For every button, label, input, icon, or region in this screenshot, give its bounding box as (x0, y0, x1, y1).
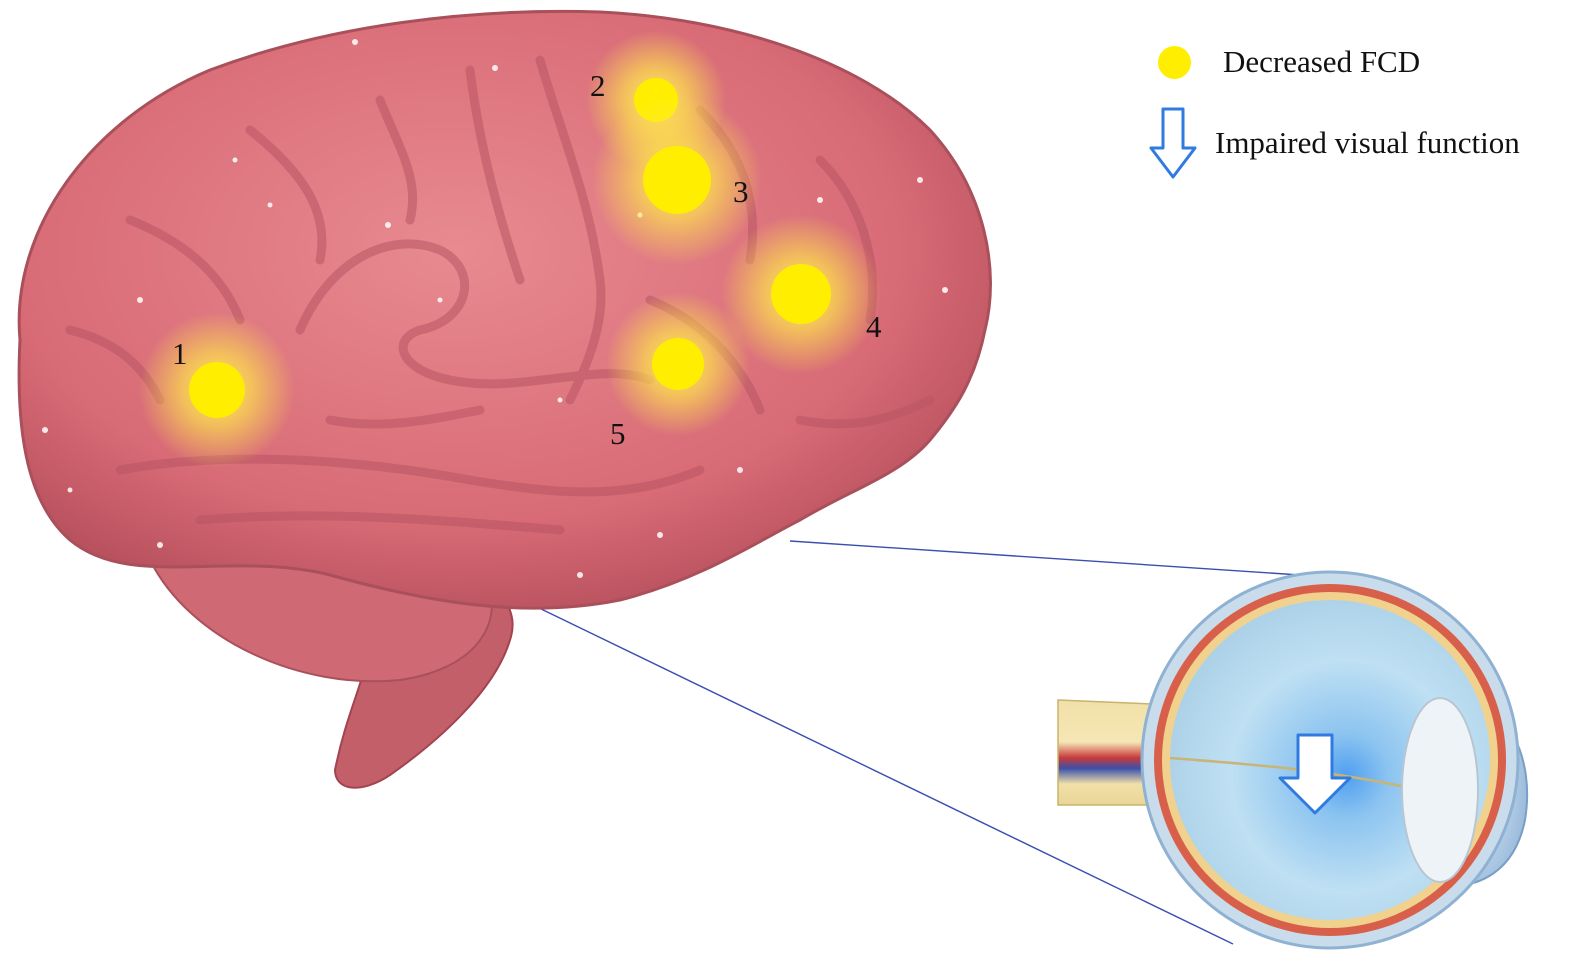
eye-illustration (1057, 570, 1529, 950)
fcd-region-4 (721, 214, 881, 374)
legend-impaired-visual-label: Impaired visual function (1215, 125, 1520, 160)
fcd-regions (139, 30, 881, 468)
fcd-region-5 (606, 292, 750, 436)
yellow-dot-icon (1158, 45, 1191, 79)
connector-line-upper (789, 540, 1331, 578)
visual-axis (1169, 756, 1421, 792)
fcd-region-3 (592, 95, 762, 265)
legend-impaired-visual: Impaired visual function (1148, 106, 1520, 180)
down-arrow-icon (1149, 107, 1197, 179)
brain-highlights (42, 39, 948, 578)
legend-decreased-fcd-label: Decreased FCD (1223, 44, 1421, 79)
legend-decreased-fcd: Decreased FCD (1158, 44, 1420, 80)
region-label-5: 5 (610, 416, 626, 451)
lens (1401, 697, 1479, 883)
region-label-1: 1 (172, 336, 188, 371)
impaired-arrow-icon (1278, 733, 1352, 815)
connector-lines (536, 540, 1331, 945)
region-label-4: 4 (866, 309, 882, 344)
region-label-3: 3 (733, 174, 749, 209)
connector-line-lower (536, 606, 1234, 945)
fcd-region-1 (139, 312, 295, 468)
region-label-2: 2 (590, 68, 606, 103)
